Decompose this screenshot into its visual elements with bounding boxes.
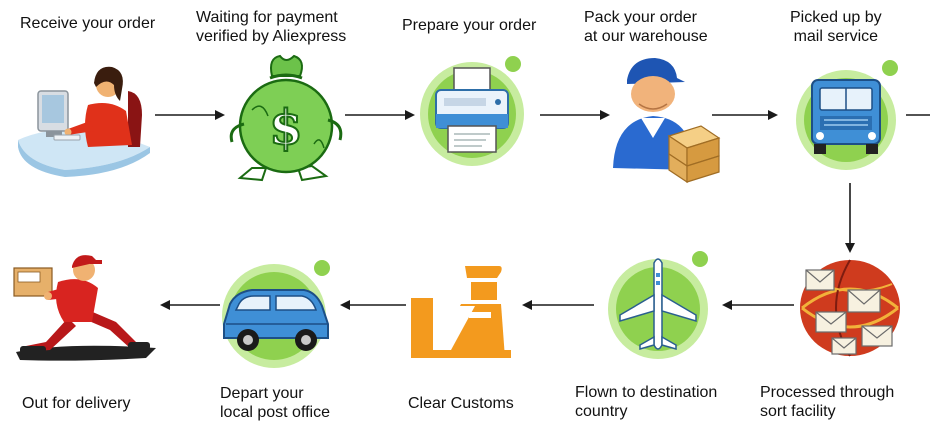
step-7-label: Flown to destination country [575, 384, 718, 420]
arrow-4-to-5 [712, 110, 778, 120]
person-at-computer-icon [18, 66, 150, 177]
arrow-5-tail [906, 114, 930, 116]
arrow-6-to-7 [722, 300, 794, 310]
warehouse-worker-icon [613, 58, 721, 184]
step-8-label: Clear Customs [408, 395, 514, 412]
airplane-icon [608, 251, 708, 359]
dollar-sign: $ [269, 100, 302, 156]
money-bag-icon: $ [229, 54, 343, 182]
arrow-1-to-2 [155, 110, 225, 120]
arrow-5-to-6 [845, 183, 855, 253]
step-10-label: Out for delivery [22, 395, 131, 412]
arrow-9-to-10 [160, 300, 220, 310]
customs-officer-icon [411, 266, 511, 358]
arrow-2-to-3 [345, 110, 415, 120]
globe-mail-icon [800, 259, 900, 357]
delivery-man-icon [13, 255, 156, 361]
step-6-label: Processed through sort facility [760, 384, 895, 420]
step-1-label: Receive your order [20, 15, 156, 32]
step-3-label: Prepare your order [402, 17, 537, 34]
arrow-7-to-8 [522, 300, 594, 310]
arrow-3-to-4 [540, 110, 610, 120]
printer-icon [420, 56, 524, 166]
step-9-label: Depart your local post office [220, 385, 330, 421]
step-5-label: Picked up by mail service [790, 9, 882, 45]
truck-icon [796, 60, 898, 170]
arrow-8-to-9 [340, 300, 406, 310]
step-2-label: Waiting for payment verified by Aliexpre… [196, 9, 347, 45]
car-icon [222, 260, 330, 368]
step-4-label: Pack your order at our warehouse [584, 9, 708, 45]
